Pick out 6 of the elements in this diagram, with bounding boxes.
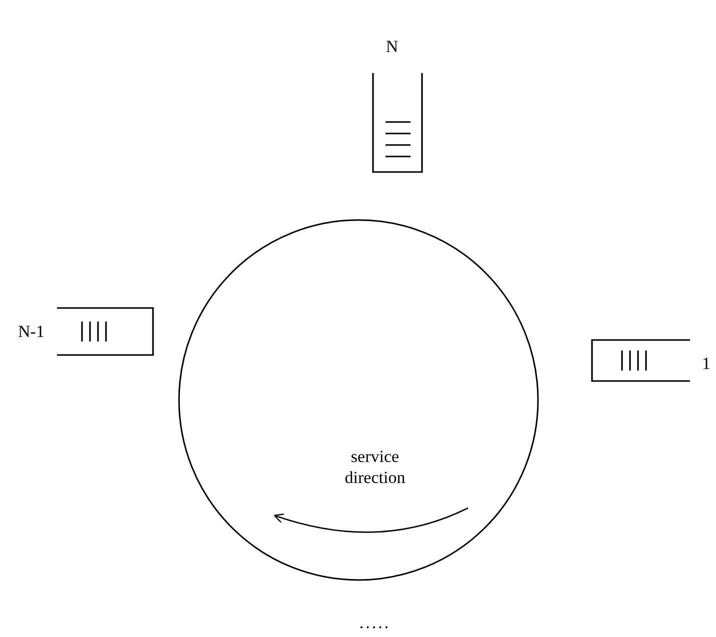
queue-label: 1 — [702, 355, 710, 372]
ellipsis-text: ..... — [358, 612, 392, 634]
queue-label: N — [386, 38, 398, 55]
direction-label: service direction — [344, 446, 406, 488]
server-ring — [178, 219, 539, 581]
queue-label: N-1 — [18, 323, 44, 340]
